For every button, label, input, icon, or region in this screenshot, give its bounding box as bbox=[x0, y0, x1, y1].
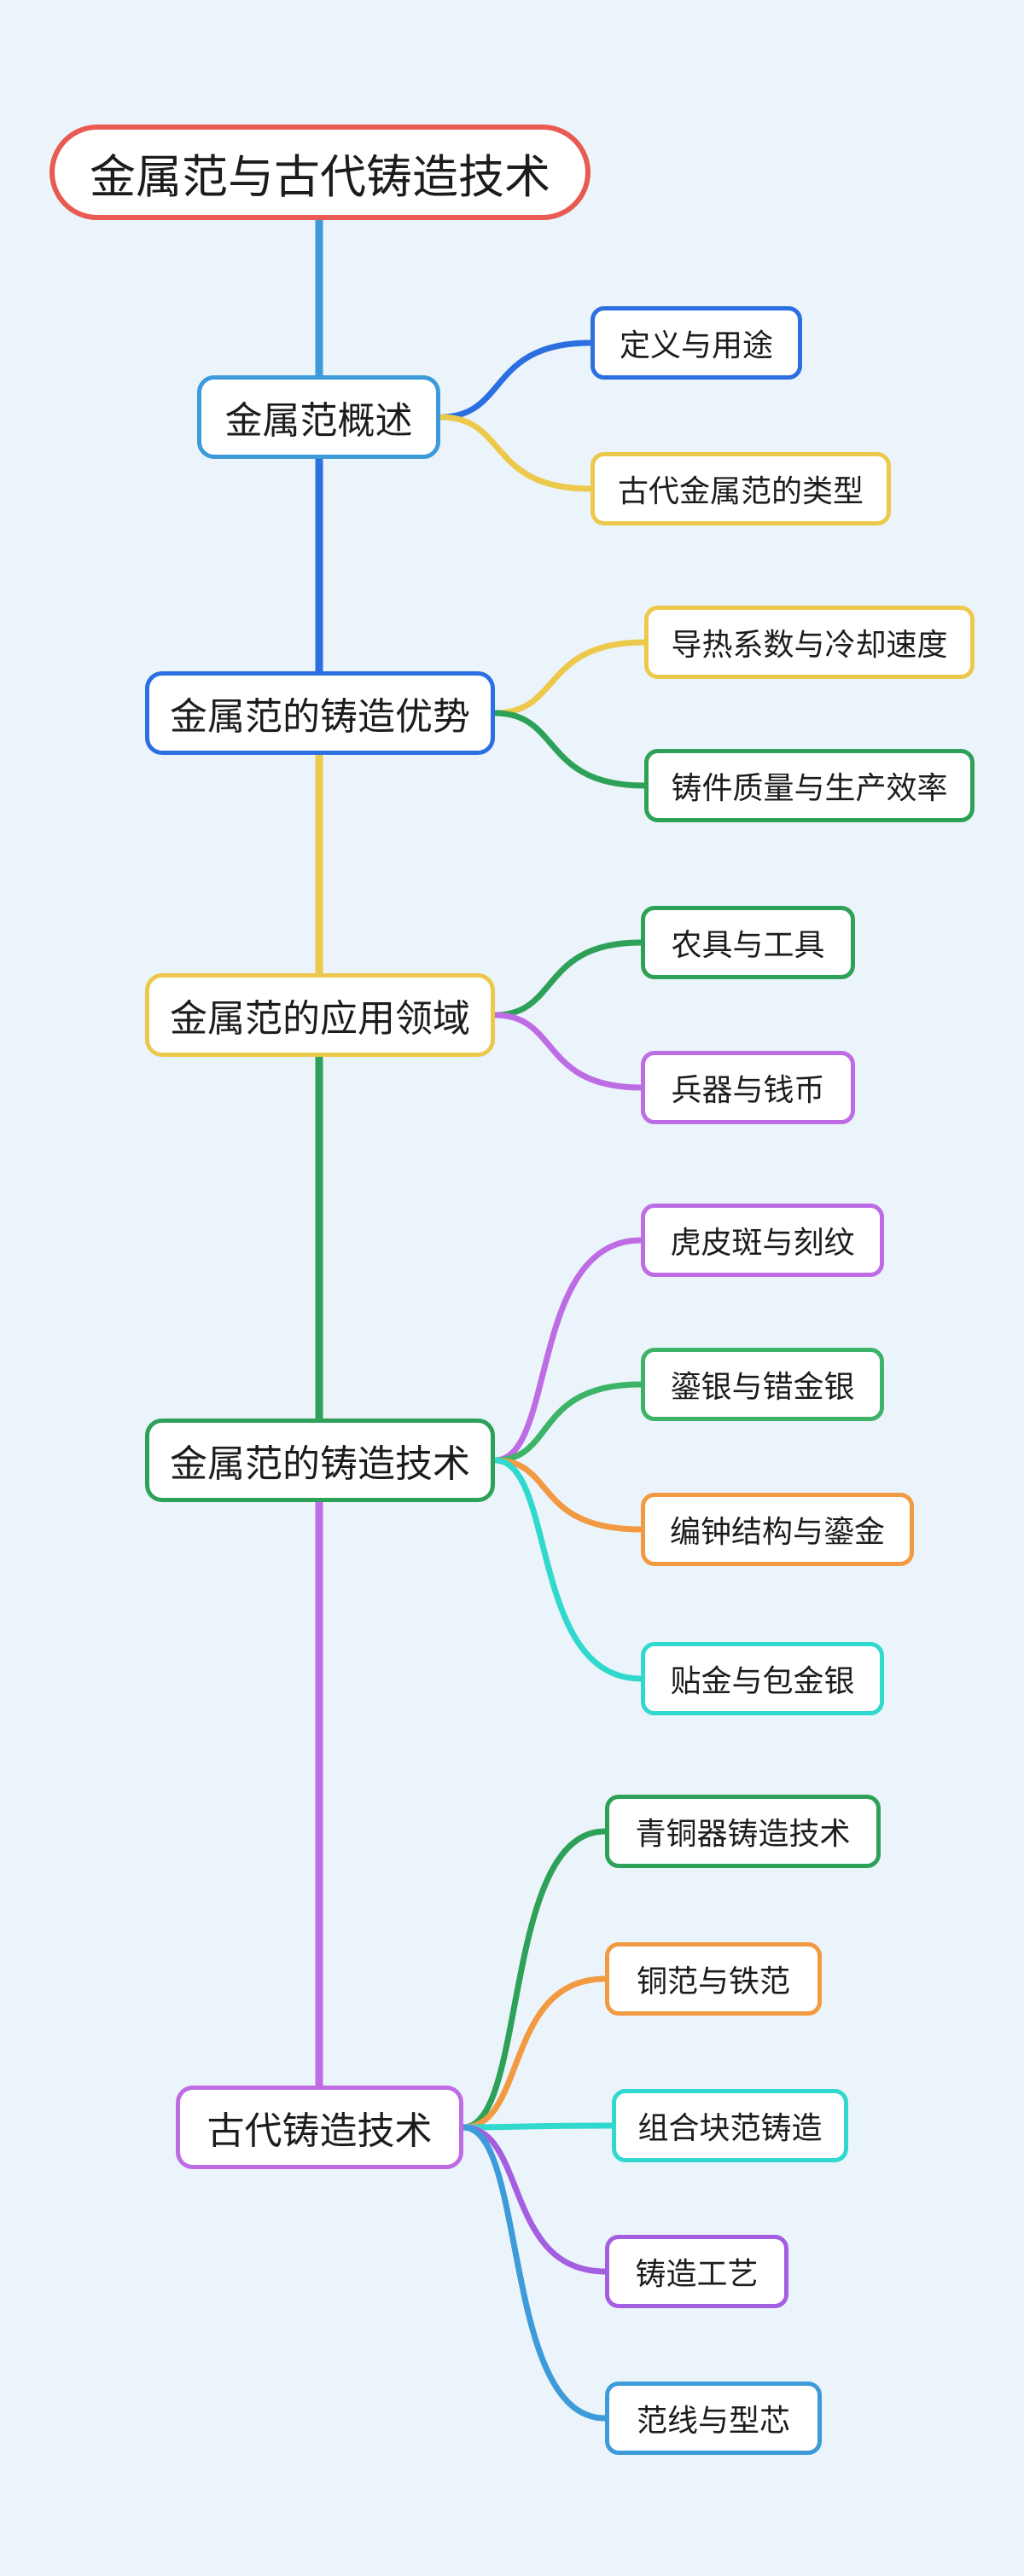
child-node-5-4-label: 铸造工艺 bbox=[635, 2257, 759, 2292]
connector-branch2-child2 bbox=[492, 710, 648, 789]
root-node-label: 金属范与古代铸造技术 bbox=[90, 149, 550, 204]
branch-node-4-label: 金属范的铸造技术 bbox=[170, 1442, 470, 1486]
connector-branch3-child1 bbox=[492, 939, 644, 1018]
child-node-4-3[interactable]: 编钟结构与鎏金 bbox=[641, 1493, 914, 1566]
branch-node-5[interactable]: 古代铸造技术 bbox=[176, 2086, 463, 2169]
connector-branch5-child5 bbox=[460, 2124, 608, 2422]
child-node-5-1[interactable]: 青铜器铸造技术 bbox=[605, 1795, 881, 1868]
root-node[interactable]: 金属范与古代铸造技术 bbox=[49, 125, 591, 220]
child-node-4-3-label: 编钟结构与鎏金 bbox=[669, 1515, 885, 1550]
connector-branch4-child2 bbox=[492, 1381, 644, 1464]
child-node-4-1[interactable]: 虎皮斑与刻纹 bbox=[641, 1204, 884, 1277]
child-node-5-2[interactable]: 铜范与铁范 bbox=[605, 1942, 822, 2016]
child-node-4-4-label: 贴金与包金银 bbox=[670, 1664, 855, 1699]
branch-node-3[interactable]: 金属范的应用领域 bbox=[145, 973, 495, 1057]
child-node-3-2[interactable]: 兵器与钱币 bbox=[641, 1051, 855, 1124]
child-node-1-2[interactable]: 古代金属范的类型 bbox=[591, 452, 891, 525]
child-node-5-1-label: 青铜器铸造技术 bbox=[635, 1817, 851, 1852]
child-node-4-2-label: 鎏银与错金银 bbox=[670, 1370, 855, 1405]
child-node-4-4[interactable]: 贴金与包金银 bbox=[641, 1642, 884, 1715]
connector-branch2-child1 bbox=[492, 639, 648, 717]
child-node-2-1-label: 导热系数与冷却速度 bbox=[671, 628, 948, 663]
branch-node-3-label: 金属范的应用领域 bbox=[170, 997, 470, 1041]
child-node-3-1-label: 农具与工具 bbox=[671, 928, 825, 963]
child-node-5-3-label: 组合块范铸造 bbox=[637, 2111, 823, 2146]
child-node-4-1-label: 虎皮斑与刻纹 bbox=[670, 1226, 855, 1261]
connector-branch4-child1 bbox=[492, 1237, 644, 1464]
child-node-1-2-label: 古代金属范的类型 bbox=[617, 474, 864, 509]
branch-node-5-label: 古代铸造技术 bbox=[207, 2109, 433, 2153]
child-node-2-2-label: 铸件质量与生产效率 bbox=[671, 771, 948, 806]
branch-node-2[interactable]: 金属范的铸造优势 bbox=[145, 671, 495, 755]
branch-node-1[interactable]: 金属范概述 bbox=[197, 375, 440, 459]
connector-branch4-child3 bbox=[492, 1457, 644, 1533]
child-node-5-3[interactable]: 组合块范铸造 bbox=[612, 2089, 848, 2162]
child-node-2-2[interactable]: 铸件质量与生产效率 bbox=[644, 749, 975, 822]
connector-branch5-child2 bbox=[460, 1976, 608, 2131]
connector-branch5-child1 bbox=[460, 1828, 608, 2131]
connector-branch4-child4 bbox=[492, 1457, 644, 1682]
connector-branch1-child2 bbox=[437, 414, 594, 492]
child-node-3-2-label: 兵器与钱币 bbox=[671, 1073, 825, 1108]
branch-node-4[interactable]: 金属范的铸造技术 bbox=[145, 1419, 495, 1502]
connector-branch5-child3 bbox=[460, 2122, 615, 2131]
branch-node-1-label: 金属范概述 bbox=[224, 399, 413, 443]
child-node-5-5[interactable]: 范线与型芯 bbox=[605, 2382, 822, 2455]
child-node-4-2[interactable]: 鎏银与错金银 bbox=[641, 1348, 884, 1421]
child-node-5-4[interactable]: 铸造工艺 bbox=[605, 2235, 788, 2308]
child-node-3-1[interactable]: 农具与工具 bbox=[641, 906, 855, 979]
child-node-2-1[interactable]: 导热系数与冷却速度 bbox=[644, 606, 975, 679]
child-node-5-5-label: 范线与型芯 bbox=[636, 2404, 790, 2439]
connector-branch3-child2 bbox=[492, 1012, 644, 1091]
branch-node-2-label: 金属范的铸造优势 bbox=[170, 695, 470, 739]
connector-branch5-child4 bbox=[460, 2124, 608, 2275]
child-node-1-1[interactable]: 定义与用途 bbox=[591, 306, 802, 380]
connector-branch1-child1 bbox=[437, 339, 594, 421]
child-node-5-2-label: 铜范与铁范 bbox=[636, 1964, 790, 1999]
child-node-1-1-label: 定义与用途 bbox=[619, 328, 773, 363]
